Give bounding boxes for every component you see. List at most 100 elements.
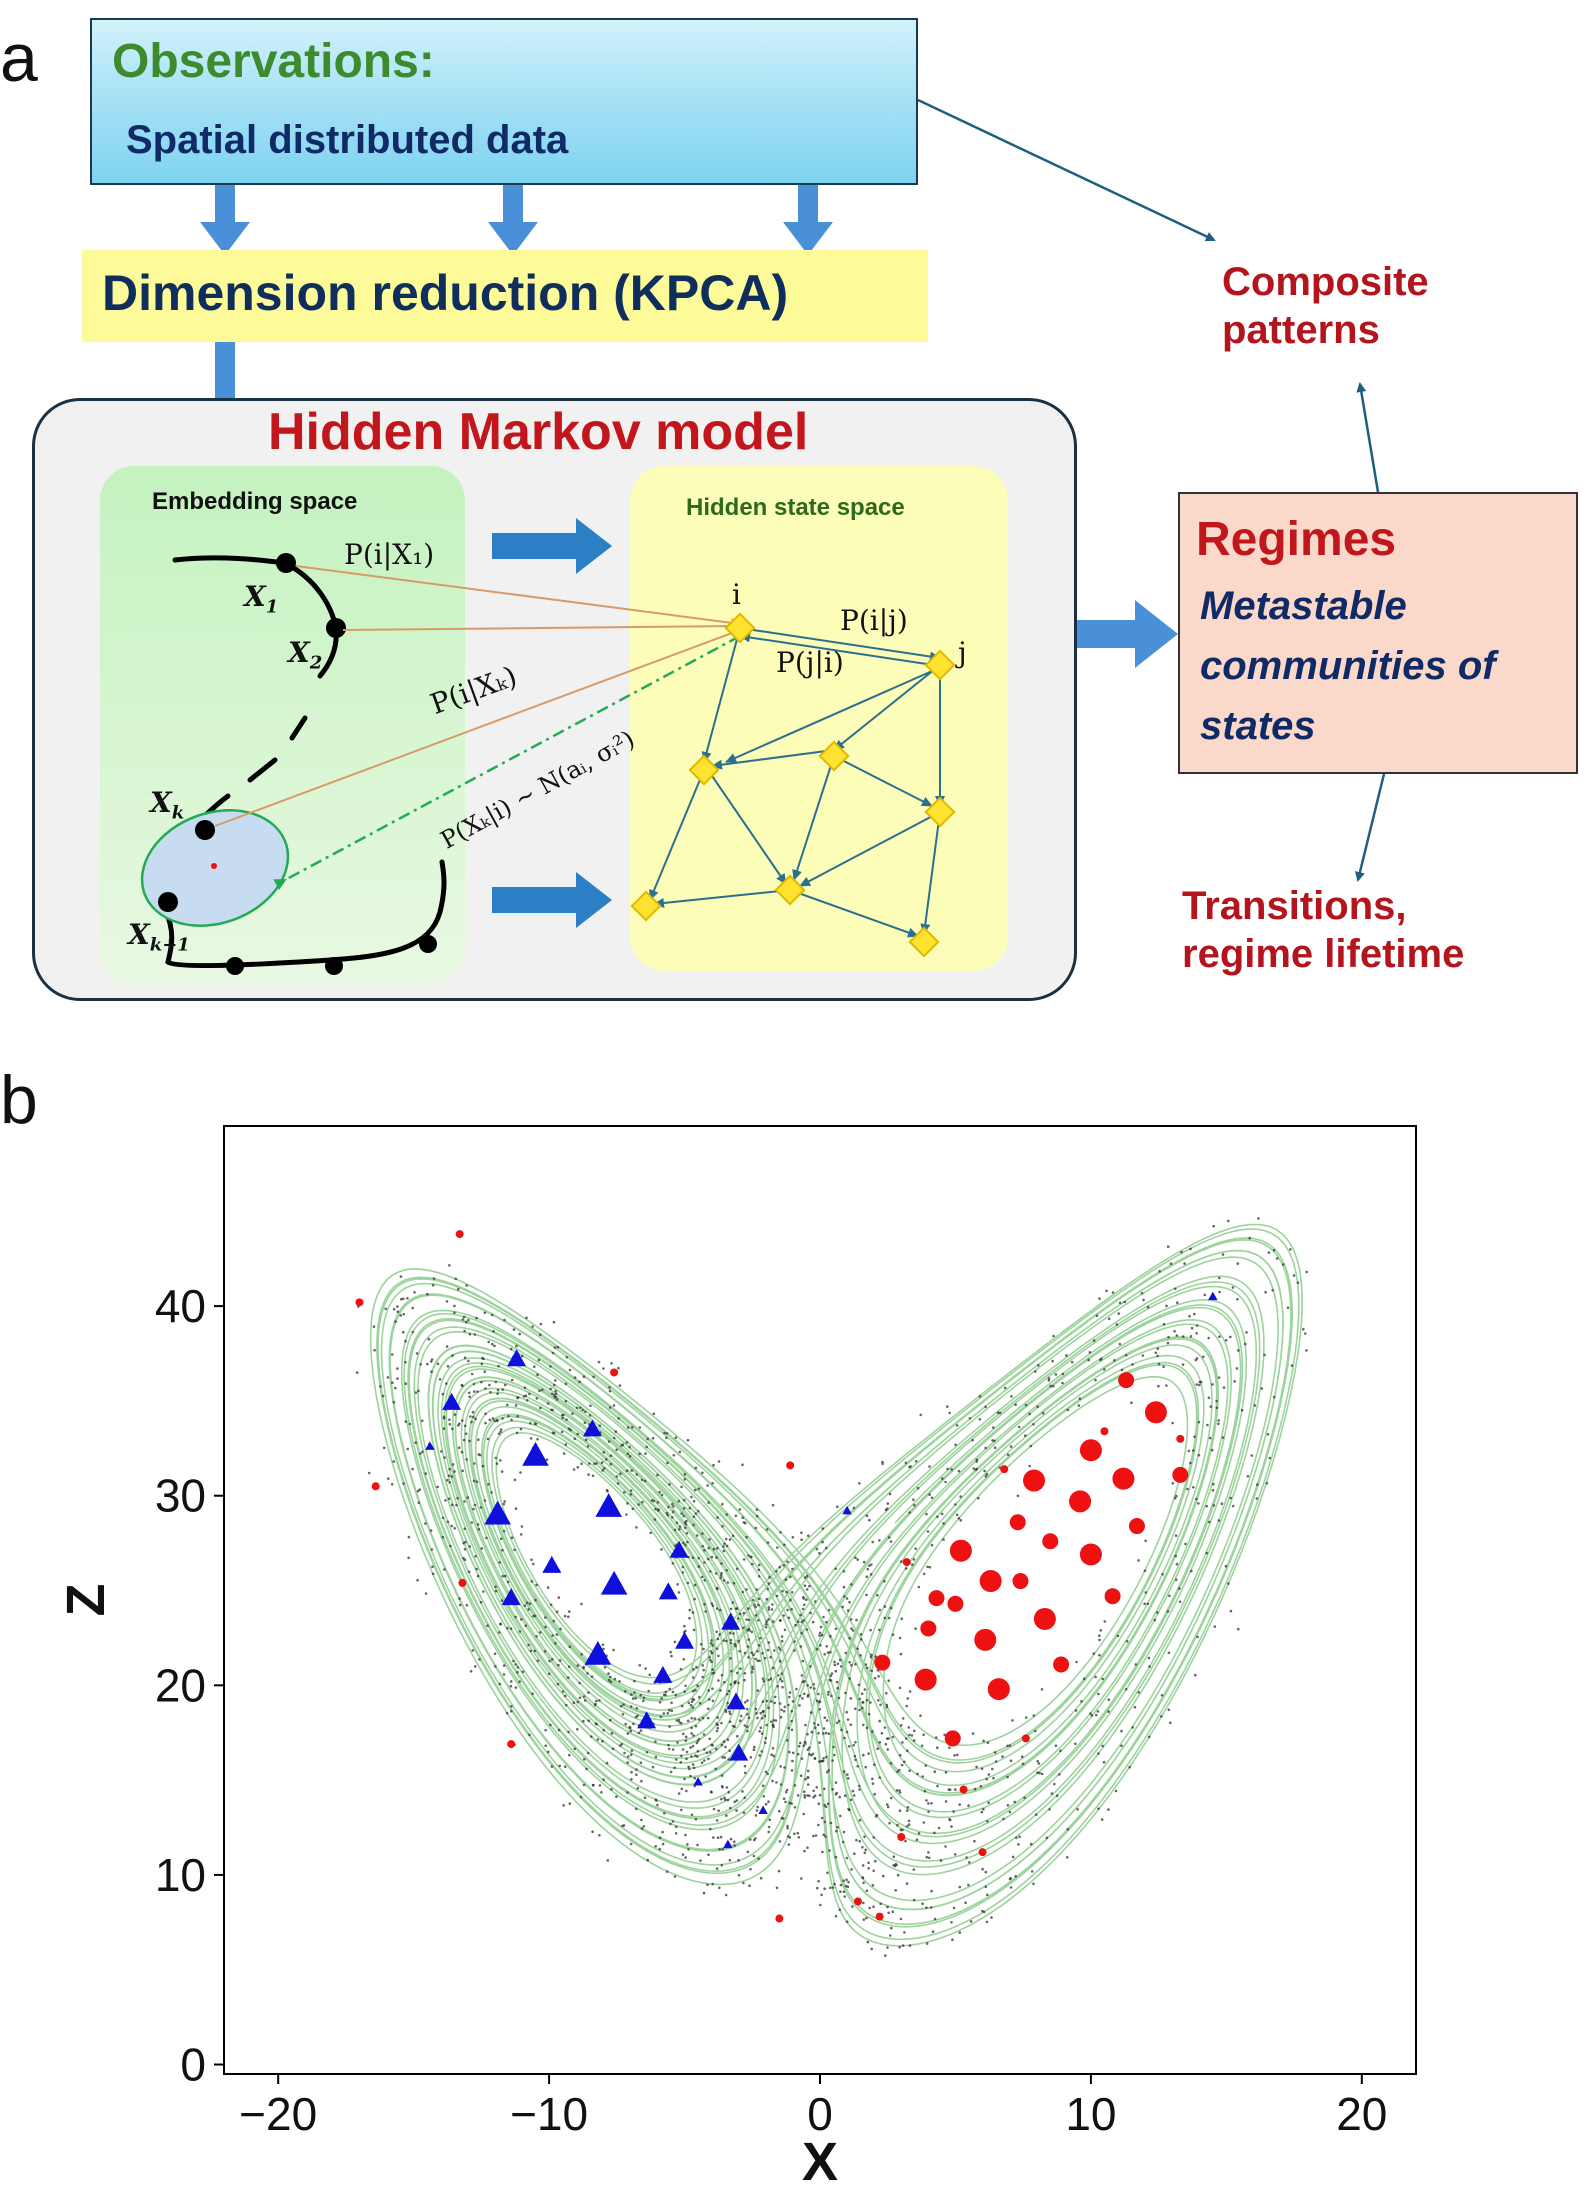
trajectory-dot <box>514 1663 517 1666</box>
trajectory-dot <box>549 1723 552 1727</box>
trajectory-dot <box>1192 1486 1195 1489</box>
trajectory-dot <box>1198 1380 1202 1384</box>
trajectory-dot <box>829 1821 833 1825</box>
trajectory-dot <box>880 1731 884 1735</box>
trajectory-dot <box>626 1426 630 1429</box>
trajectory-dot <box>1180 1250 1183 1254</box>
trajectory-dot <box>760 1732 764 1735</box>
trajectory-dot <box>823 1716 827 1719</box>
x-tick-label: 20 <box>1336 2088 1387 2140</box>
trajectory-dot <box>749 1555 752 1559</box>
trajectory-dot <box>654 1507 657 1511</box>
trajectory-dot <box>1074 1709 1078 1712</box>
trajectory-dot <box>854 1662 857 1666</box>
trajectory-dot <box>1087 1358 1090 1362</box>
trajectory-dot <box>753 1838 756 1842</box>
trajectory-dot <box>795 1687 798 1691</box>
trajectory-dot <box>689 1774 692 1778</box>
trajectory-dot <box>824 1731 828 1735</box>
trajectory-dot <box>576 1700 580 1704</box>
trajectory-dot <box>776 1546 779 1549</box>
trajectory-dot <box>845 1730 849 1734</box>
trajectory-dot <box>479 1601 483 1604</box>
trajectory-dot <box>514 1507 518 1510</box>
trajectory-dot <box>921 1775 924 1778</box>
trajectory-dot <box>528 1733 531 1737</box>
trajectory-dot <box>1221 1253 1225 1256</box>
trajectory-dot <box>711 1744 714 1747</box>
trajectory-dot <box>901 1944 905 1947</box>
trajectory-dot <box>417 1501 421 1504</box>
trajectory-dot <box>1218 1335 1221 1338</box>
trajectory-dot <box>1181 1363 1185 1366</box>
trajectory-dot <box>759 1711 762 1715</box>
trajectory-dot <box>739 1714 743 1718</box>
trajectory-dot <box>925 1799 928 1802</box>
trajectory-dot <box>1221 1436 1225 1439</box>
trajectory-dot <box>742 1626 745 1630</box>
trajectory-dot <box>472 1479 476 1483</box>
trajectory-dot <box>812 1796 815 1799</box>
trajectory-dot <box>502 1664 506 1667</box>
trajectory-dot <box>858 1788 861 1791</box>
trajectory-dot <box>753 1745 756 1749</box>
trajectory-dot <box>1009 1877 1012 1880</box>
trajectory-dot <box>701 1471 704 1475</box>
trajectory-dot <box>804 1723 807 1727</box>
trajectory-dot <box>729 1631 732 1635</box>
trajectory-dot <box>536 1438 539 1441</box>
trajectory-dot <box>720 1774 724 1777</box>
trajectory-dot <box>818 1708 822 1711</box>
trajectory-dot <box>501 1417 504 1420</box>
trajectory-dot <box>879 1703 882 1707</box>
trajectory-dot <box>513 1548 516 1552</box>
trajectory-dot <box>668 1708 671 1712</box>
trajectory-dot <box>587 1719 591 1722</box>
trajectory-dot <box>752 1653 755 1657</box>
trajectory-dot <box>621 1713 625 1716</box>
trajectory-dot <box>936 1746 939 1749</box>
trajectory-dot <box>793 1640 796 1643</box>
trajectory-dot <box>973 1839 976 1843</box>
trajectory-dot <box>429 1529 433 1532</box>
trajectory-dot <box>544 1744 547 1747</box>
trajectory-dot <box>656 1501 660 1504</box>
trajectory-dot <box>573 1376 577 1379</box>
trajectory-dot <box>473 1665 477 1668</box>
trajectory-dot <box>830 1694 833 1698</box>
trajectory-dot <box>831 1759 834 1762</box>
trajectory-dot <box>565 1356 569 1359</box>
trajectory-dot <box>656 1803 659 1807</box>
trajectory-dot <box>1212 1504 1215 1507</box>
trajectory-dot <box>468 1395 472 1399</box>
trajectory-dot <box>825 1620 828 1624</box>
trajectory-dot <box>813 1600 817 1603</box>
trajectory-dot <box>638 1664 642 1667</box>
trajectory-dot <box>559 1627 562 1631</box>
red-state-marker <box>1000 1465 1009 1474</box>
trajectory-dot <box>521 1670 525 1674</box>
trajectory-dot <box>477 1528 481 1531</box>
trajectory-dot <box>442 1415 446 1418</box>
trajectory-dot <box>746 1699 749 1702</box>
trajectory-dot <box>799 1774 803 1777</box>
trajectory-dot <box>443 1568 446 1571</box>
trajectory-dot <box>1098 1638 1101 1642</box>
trajectory-dot <box>827 1732 831 1735</box>
red-state-marker <box>1069 1490 1092 1513</box>
trajectory-dot <box>729 1657 732 1660</box>
trajectory-dot <box>630 1469 633 1472</box>
trajectory-dot <box>640 1779 643 1783</box>
trajectory-dot <box>1061 1381 1064 1385</box>
trajectory-dot <box>835 1791 839 1795</box>
trajectory-dot <box>729 1806 732 1810</box>
trajectory-dot <box>701 1664 704 1667</box>
blue-state-marker <box>758 1805 768 1814</box>
trajectory-dot <box>771 1503 775 1507</box>
regimes-line-1: Metastable <box>1200 584 1407 628</box>
trajectory-dot <box>635 1473 638 1476</box>
trajectory-dot <box>914 1547 917 1550</box>
trajectory-dot <box>651 1765 655 1769</box>
trajectory-dot <box>838 1908 842 1912</box>
trajectory-dot <box>800 1538 803 1541</box>
